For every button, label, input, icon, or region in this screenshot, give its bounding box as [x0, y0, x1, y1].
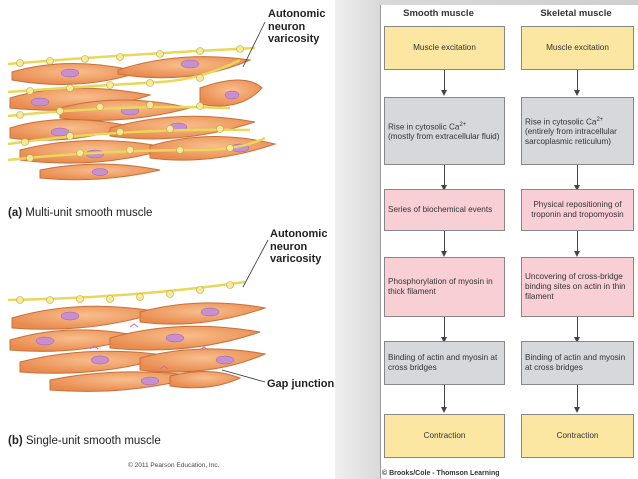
- arrow-icon: [574, 317, 580, 343]
- single-unit-varicosities: [16, 281, 234, 304]
- skeletal-step-excitation: Muscle excitation: [521, 26, 634, 70]
- gap-junction-leader-line: [221, 369, 266, 383]
- single-unit-caption: (b) Single-unit smooth muscle: [8, 435, 161, 447]
- arrow-icon: [441, 385, 447, 413]
- single-unit-gap-junctions: [89, 323, 209, 370]
- multi-unit-cells: [9, 56, 277, 181]
- multi-unit-varicosities: [16, 45, 244, 162]
- label-line: neuron: [268, 20, 306, 33]
- arrow-icon: [574, 165, 580, 191]
- brooks-cole-copyright: © Brooks/Cole - Thomson Learning: [382, 470, 500, 477]
- smooth-step-calcium: Rise in cytosolic Ca2+(mostly from extra…: [384, 97, 505, 165]
- smooth-muscle-illustration-panel: Autonomic neuron varicosity (a) Multi-un…: [7, 8, 335, 469]
- skeletal-step-uncovering: Uncovering of cross-bridge binding sites…: [521, 257, 634, 317]
- gap-junction-label: Gap junction: [267, 378, 335, 390]
- smooth-step-binding: Binding of actin and myosin at cross bri…: [384, 341, 505, 385]
- multi-varicosity-label: Autonomic neuron varicosity: [268, 8, 325, 46]
- single-varicosity-leader-line: [242, 239, 269, 288]
- contraction-flowchart-panel: Smooth muscle Skeletal muscle Muscle exc…: [380, 5, 638, 479]
- skeletal-step-binding: Binding of actin and myosin at cross bri…: [521, 341, 634, 385]
- arrow-icon: [441, 70, 447, 96]
- muscle-illustration-svg: [7, 21, 277, 392]
- smooth-step-contraction: Contraction: [384, 414, 505, 458]
- skeletal-step-contraction: Contraction: [521, 414, 634, 458]
- smooth-step-phosphorylation: Phosphorylation of myosin in thick filam…: [384, 257, 505, 317]
- label-line: varicosity: [270, 253, 322, 265]
- smooth-muscle-header: Smooth muscle: [403, 8, 474, 19]
- caption-letter: (a): [8, 207, 23, 219]
- arrow-icon: [574, 385, 580, 413]
- skeletal-muscle-header: Skeletal muscle: [540, 8, 612, 19]
- multi-varicosity-leader-line: [242, 21, 266, 68]
- caption-text: Multi-unit smooth muscle: [25, 207, 153, 219]
- arrow-icon: [441, 165, 447, 191]
- pearson-copyright: © 2011 Pearson Education, Inc.: [128, 462, 220, 469]
- caption-text: Single-unit smooth muscle: [25, 435, 161, 447]
- skeletal-step-repositioning: Physical repositioning of troponin and t…: [521, 189, 634, 231]
- arrow-icon: [441, 231, 447, 257]
- superscript: 2+: [596, 116, 604, 123]
- caption-letter: (b): [8, 435, 23, 447]
- label-line: Autonomic: [268, 8, 326, 20]
- label-line: Autonomic: [270, 228, 328, 240]
- single-varicosity-label: Autonomic neuron varicosity: [270, 228, 327, 266]
- label-line: neuron: [270, 240, 308, 253]
- skeletal-step-calcium: Rise in cytosolic Ca2+(entirely from int…: [521, 97, 634, 165]
- single-unit-nuclei: [35, 307, 235, 386]
- arrow-icon: [574, 70, 580, 96]
- single-unit-cells: [9, 302, 267, 392]
- single-unit-nerve-fiber: [7, 280, 246, 302]
- smooth-step-biochemical: Series of biochemical events: [384, 189, 505, 231]
- smooth-step-excitation: Muscle excitation: [384, 26, 505, 70]
- arrow-icon: [574, 231, 580, 257]
- multi-unit-caption: (a) Multi-unit smooth muscle: [8, 207, 152, 219]
- superscript: 2+: [459, 121, 467, 128]
- arrow-icon: [441, 317, 447, 343]
- label-line: varicosity: [268, 33, 320, 45]
